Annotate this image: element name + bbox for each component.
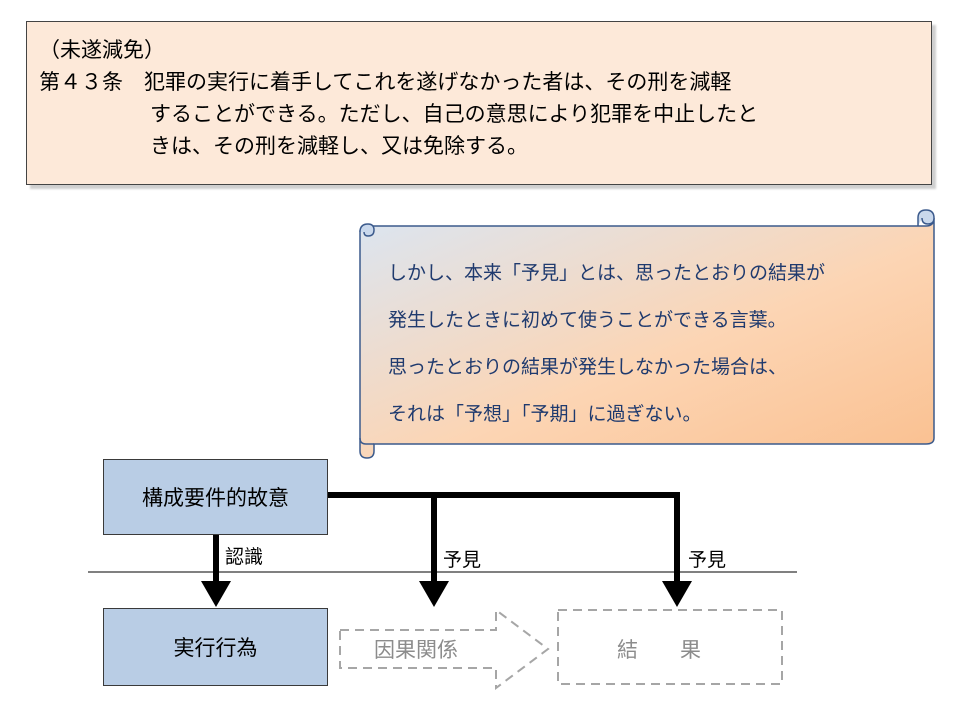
scroll-note-shape — [359, 209, 935, 459]
result-label: 結 果 — [617, 638, 701, 662]
causal-label: 因果関係 — [374, 638, 458, 662]
intent-box: 構成要件的故意 — [103, 459, 328, 535]
causal-dashed-arrow — [339, 608, 550, 690]
foresight-arrow-2 — [662, 581, 692, 607]
scroll-line-2: 発生したときに初めて使うことができる言葉。 — [388, 309, 787, 331]
act-box: 実行行為 — [103, 608, 328, 686]
article-line-3: きは、その刑を減軽し、又は免除する。 — [150, 134, 528, 158]
scroll-line-3: 思ったとおりの結果が発生しなかった場合は、 — [388, 356, 788, 378]
scroll-line-1: しかし、本来「予見」とは、思ったとおりの結果が — [388, 262, 826, 284]
foresight-label-2: 予見 — [688, 549, 727, 571]
scroll-line-4: それは「予想」「予期」に過ぎない。 — [388, 403, 702, 425]
foresight-label-1: 予見 — [443, 549, 482, 571]
article-title: （未遂減免） — [39, 38, 165, 62]
result-dashed-box — [557, 609, 783, 685]
article-line-1: 第４３条 犯罪の実行に着手してこれを遂げなかった者は、その刑を減軽 — [39, 70, 732, 94]
recognition-arrow — [201, 581, 231, 607]
foresight-arrow-1 — [419, 581, 449, 607]
article-line-2: することができる。ただし、自己の意思により犯罪を中止したと — [150, 102, 759, 126]
recognition-label: 認識 — [225, 546, 264, 568]
article-box: （未遂減免） 第４３条 犯罪の実行に着手してこれを遂げなかった者は、その刑を減軽… — [26, 21, 932, 185]
